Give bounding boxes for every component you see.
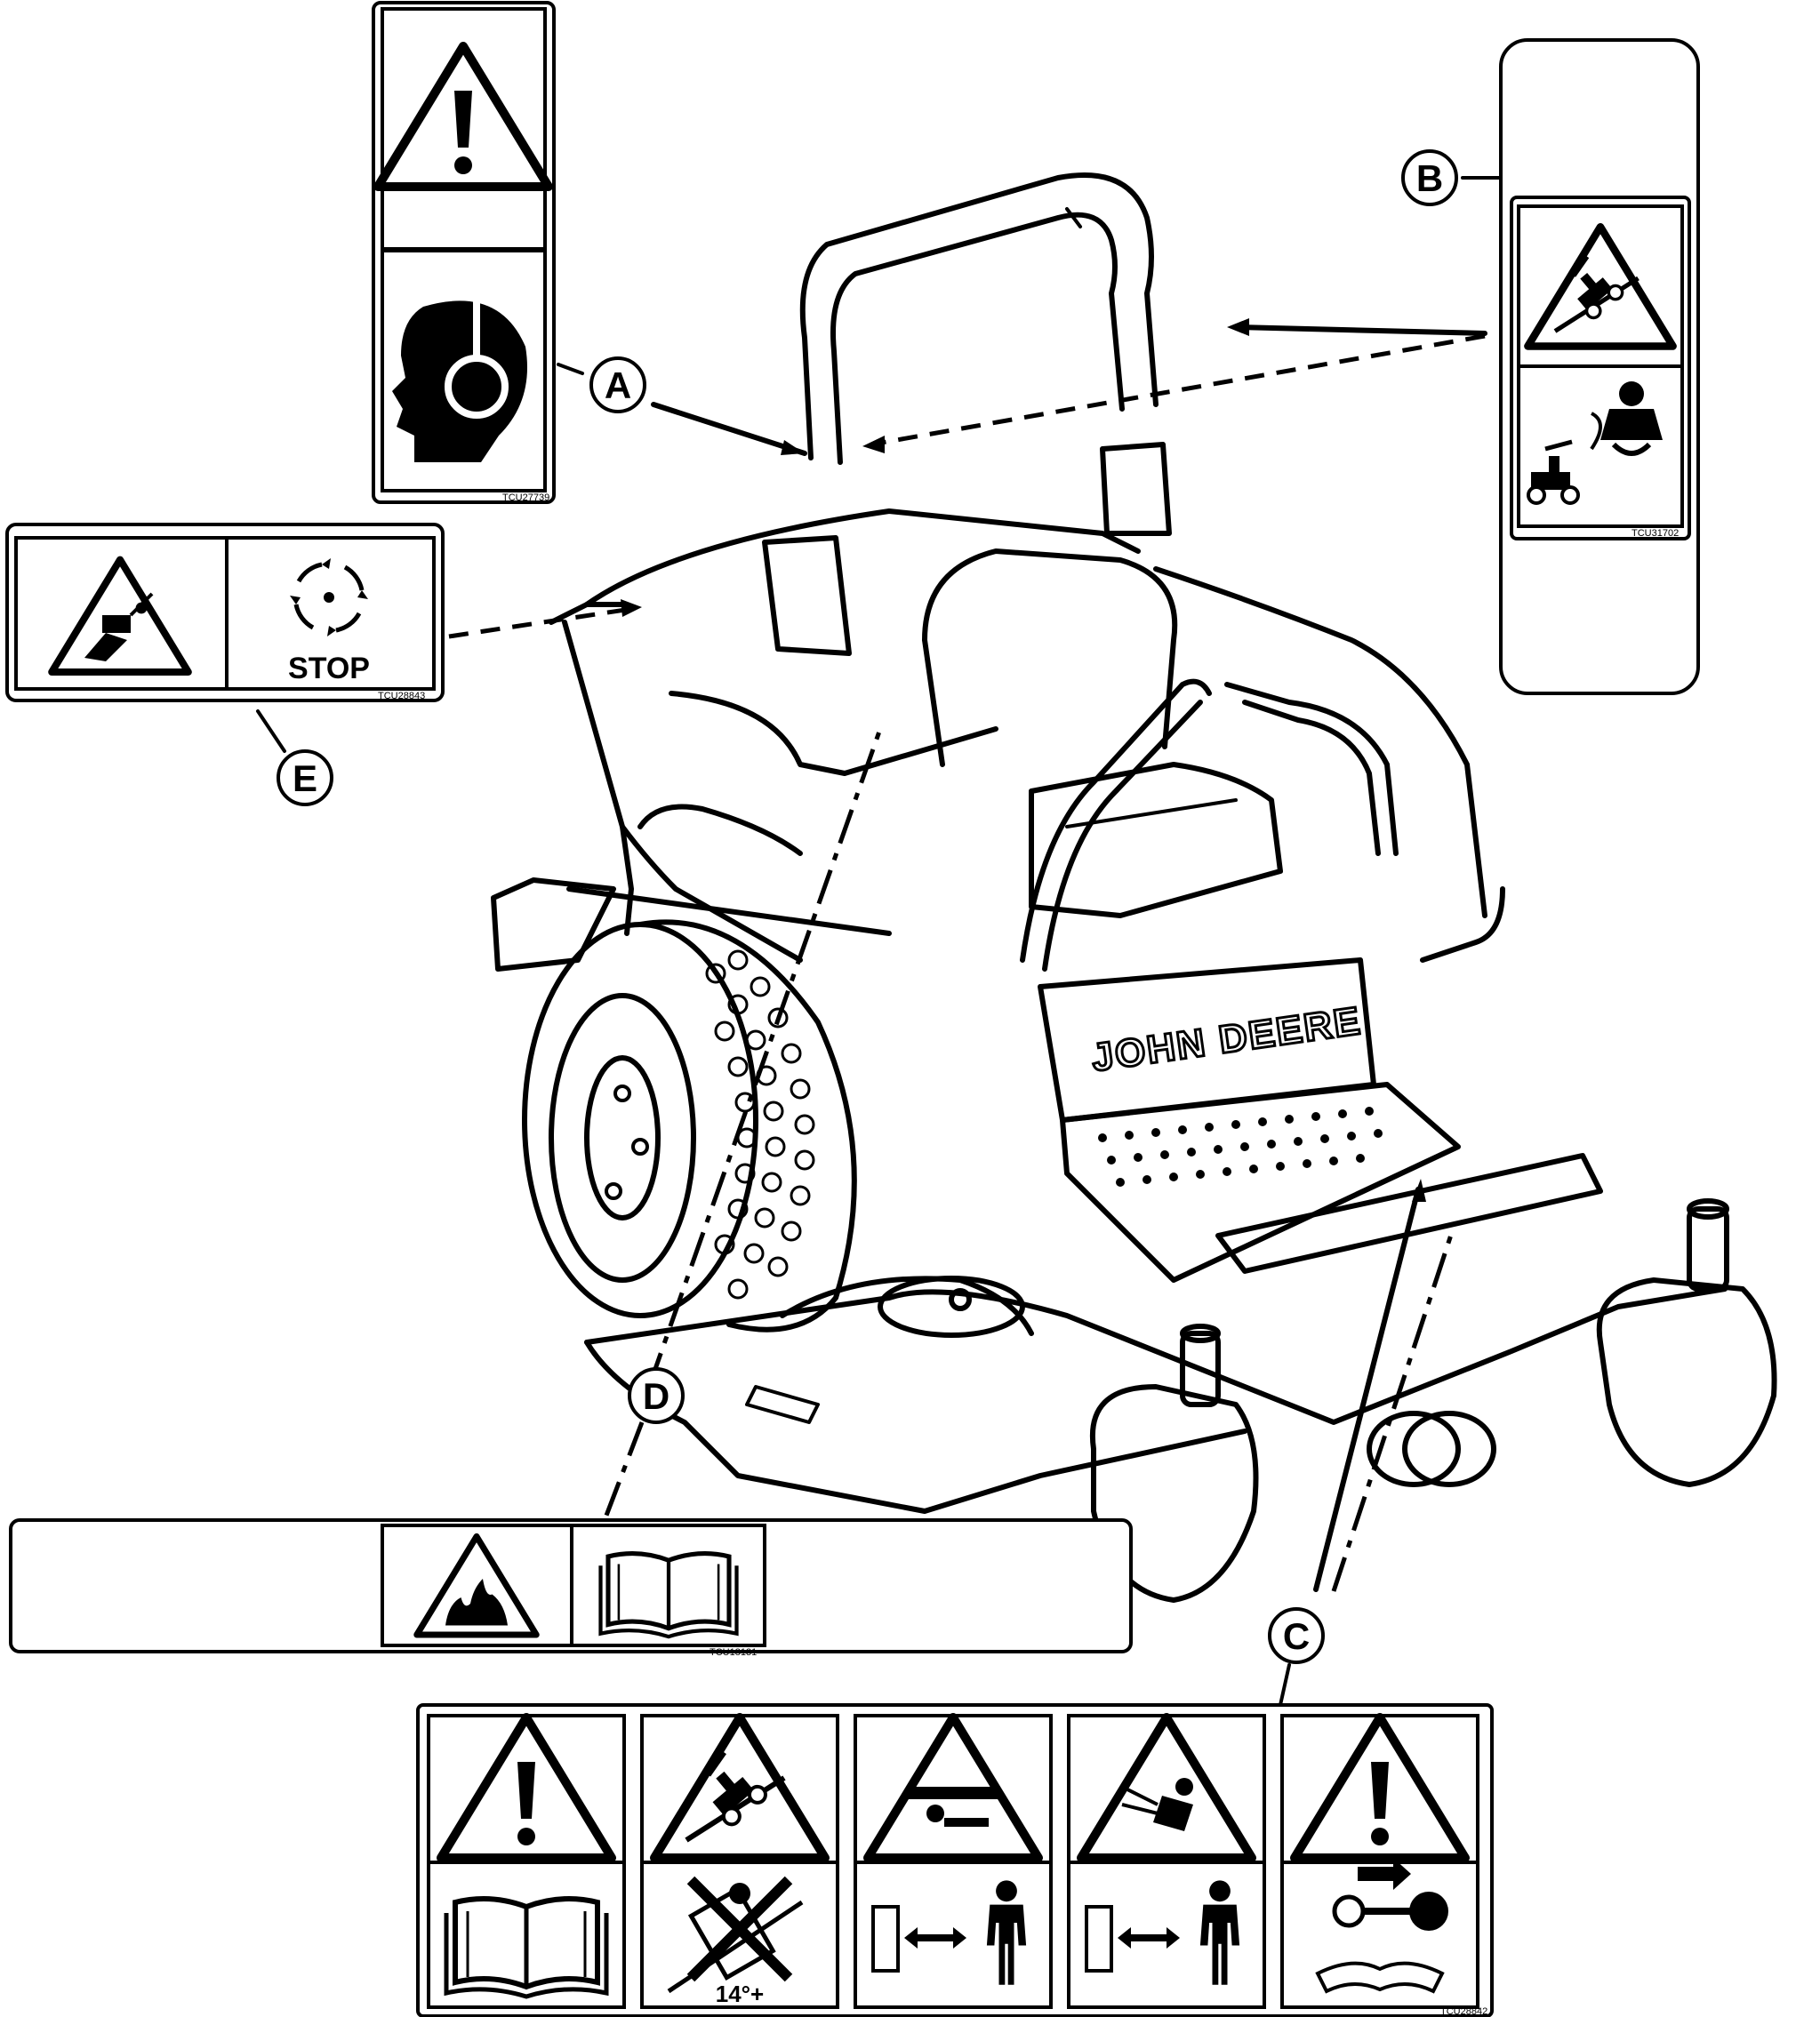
svg-text:A: A: [605, 364, 631, 406]
tire-tread-pattern: [705, 949, 815, 1300]
callout-a: A: [589, 356, 646, 413]
leader-lines: [256, 176, 1503, 1707]
keep-distance-icon: [871, 1880, 1027, 1985]
svg-text:B: B: [1416, 157, 1443, 199]
no-steep-slope-icon: [667, 1876, 804, 1994]
decal-c-safety-strip: 14°+: [416, 1703, 1494, 2017]
svg-text:TCU18131: TCU18131: [710, 1647, 757, 1658]
foot-platform-holes: [1098, 1107, 1383, 1187]
svg-text:TCU31702: TCU31702: [1632, 528, 1679, 539]
fire-hazard-icon: [417, 1536, 536, 1635]
operator-manual-icon: [446, 1899, 606, 1997]
seatbelt-operator-icon: [1528, 381, 1663, 503]
decal-a-hearing-protection: TCU27739: [372, 1, 556, 504]
callout-d: D: [628, 1367, 685, 1424]
thrown-object-hazard-icon: [1081, 1717, 1252, 1858]
svg-text:E: E: [293, 757, 317, 799]
svg-text:TCU28843: TCU28843: [378, 691, 425, 701]
decal-e-thrown-object-stop: STOP TCU28843: [5, 523, 445, 702]
thrown-object-hazard-icon: [52, 560, 188, 672]
rotating-blade-stop-icon: [290, 558, 368, 636]
hearing-protection-icon: [392, 293, 527, 462]
crush-hazard-icon: [868, 1717, 1038, 1858]
svg-text:TCU28842: TCU28842: [1440, 2006, 1487, 2017]
remove-key-icon: [1315, 1858, 1448, 1994]
brand-name: JOHN DEERE: [1089, 999, 1365, 1080]
callout-c: C: [1268, 1607, 1325, 1664]
callout-b: B: [1401, 149, 1458, 206]
decal-b-rollover-seatbelt: TCU31702: [1499, 38, 1700, 695]
svg-text:C: C: [1283, 1615, 1310, 1657]
stop-label: STOP: [288, 652, 370, 685]
svg-text:D: D: [643, 1375, 669, 1417]
keep-distance-icon: [1085, 1880, 1240, 1985]
decal-d-fire-manual: TCU18131: [9, 1518, 1133, 1658]
rollover-hazard-icon: [1527, 227, 1672, 346]
operator-manual-icon: [601, 1554, 737, 1637]
callout-e: E: [277, 749, 333, 806]
slope-angle-label: 14°+: [716, 1981, 765, 2007]
svg-text:TCU27739: TCU27739: [502, 492, 549, 503]
rollover-hazard-icon: [654, 1717, 825, 1858]
